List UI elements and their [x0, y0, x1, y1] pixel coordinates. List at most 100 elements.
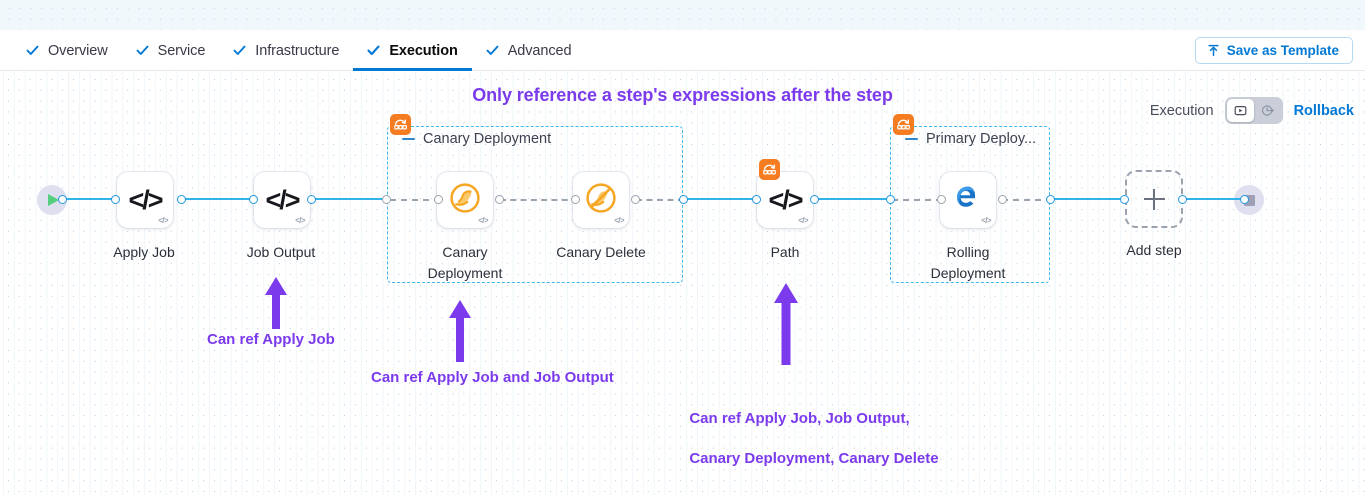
port-canarydeploy-in[interactable] — [434, 195, 443, 204]
port-applyjob-in[interactable] — [111, 195, 120, 204]
step-group-icon — [390, 114, 411, 135]
code-badge-icon: </> — [158, 216, 168, 225]
connector-start-applyjob — [62, 198, 116, 200]
connector-canarydeploy-canarydelete — [500, 199, 578, 201]
connector-rolling-groupend — [1002, 199, 1052, 201]
tab-infrastructure[interactable]: Infrastructure — [219, 30, 353, 71]
step-group-primary-deployment[interactable] — [890, 126, 1050, 283]
port-joboutput-in[interactable] — [249, 195, 258, 204]
port-path-in[interactable] — [752, 195, 761, 204]
end-node[interactable] — [1234, 185, 1264, 215]
code-icon: </> — [128, 184, 163, 215]
canvas-top-strip — [0, 0, 1365, 30]
port-canarydelete-out[interactable] — [631, 195, 640, 204]
upload-template-icon — [1207, 44, 1220, 57]
collapse-group-toggle[interactable] — [402, 137, 415, 141]
wizard-header: Overview Service Infrastructure Executio… — [0, 30, 1365, 71]
annotation-arrow-path — [772, 283, 800, 365]
port-canarydeploy-out[interactable] — [495, 195, 504, 204]
step-group-title-primary: Primary Deploy... — [905, 131, 1036, 147]
wizard-tabs: Overview Service Infrastructure Executio… — [12, 30, 585, 71]
execution-toolbar: Execution Rollback — [1150, 97, 1354, 124]
save-as-template-button[interactable]: Save as Template — [1194, 37, 1353, 64]
port-canarygroup-out[interactable] — [679, 195, 688, 204]
code-badge-icon: </> — [798, 216, 808, 225]
graph-view-toggle[interactable] — [1226, 99, 1254, 122]
tab-label: Advanced — [507, 42, 572, 59]
port-path-out[interactable] — [810, 195, 819, 204]
tab-service[interactable]: Service — [122, 30, 220, 71]
annotation-text-canary-deployment: Can ref Apply Job and Job Output — [371, 369, 614, 386]
save-as-template-label: Save as Template — [1226, 43, 1339, 58]
port-rolling-in[interactable] — [937, 195, 946, 204]
port-canarydelete-in[interactable] — [571, 195, 580, 204]
annotation-text-job-output: Can ref Apply Job — [207, 331, 335, 348]
add-step-label: Add step — [1126, 242, 1182, 258]
port-canarygroup-in[interactable] — [382, 195, 391, 204]
port-addstep-out[interactable] — [1178, 195, 1187, 204]
step-label-apply-job: Apply Job — [113, 244, 175, 260]
add-step-button[interactable] — [1125, 170, 1183, 228]
port-rolling-out[interactable] — [998, 195, 1007, 204]
code-badge-icon: </> — [981, 216, 991, 225]
annotation-arrow-canary-deployment — [447, 300, 473, 362]
step-label-path: Path — [770, 244, 800, 260]
port-primarygroup-in[interactable] — [886, 195, 895, 204]
step-group-icon — [759, 159, 780, 180]
graph-view-icon — [1234, 104, 1247, 117]
connector-group-path — [682, 198, 758, 200]
collapse-group-toggle[interactable] — [905, 137, 918, 141]
port-start-out[interactable] — [58, 195, 67, 204]
step-node-rolling-deployment[interactable]: </> — [940, 172, 996, 228]
tab-execution[interactable]: Execution — [353, 30, 473, 71]
check-icon — [233, 44, 246, 57]
step-node-job-output[interactable]: </> </> — [254, 172, 310, 228]
step-group-icon — [893, 114, 914, 135]
canary-bird-icon — [448, 181, 482, 220]
step-group-title-canary: Canary Deployment — [402, 131, 551, 147]
connector-joboutput-group — [312, 198, 390, 200]
step-group-label: Canary Deployment — [423, 131, 552, 147]
banner-title: Only reference a step's expressions afte… — [472, 85, 893, 105]
tab-label: Execution — [389, 42, 458, 59]
step-node-path[interactable]: </> </> — [757, 172, 813, 228]
step-group-canary-deployment[interactable] — [387, 126, 683, 283]
annotation-text-path-line2: Canary Deployment, Canary Delete — [689, 450, 939, 467]
annotation-text-path-line1: Can ref Apply Job, Job Output, — [689, 410, 910, 427]
step-label-job-output: Job Output — [246, 244, 316, 260]
code-badge-icon: </> — [614, 216, 624, 225]
connector-canarydelete-groupend — [636, 199, 684, 201]
step-node-apply-job[interactable]: </> </> — [117, 172, 173, 228]
execution-view-toggle[interactable] — [1224, 97, 1283, 124]
code-icon: </> — [265, 184, 300, 215]
port-joboutput-out[interactable] — [307, 195, 316, 204]
tab-label: Overview — [48, 42, 108, 59]
log-view-toggle[interactable] — [1254, 99, 1281, 122]
port-primarygroup-out[interactable] — [1046, 195, 1055, 204]
step-node-canary-delete[interactable]: </> — [573, 172, 629, 228]
tab-advanced[interactable]: Advanced — [472, 30, 586, 71]
check-icon — [367, 44, 380, 57]
connector-group-canarydeploy — [390, 199, 440, 201]
rolling-deployment-icon — [952, 182, 984, 219]
port-end-in[interactable] — [1240, 195, 1249, 204]
step-label-canary-delete: Canary Delete — [556, 244, 646, 260]
step-group-label: Primary Deploy... — [926, 131, 1037, 147]
check-icon — [486, 44, 499, 57]
code-badge-icon: </> — [478, 216, 488, 225]
tab-overview[interactable]: Overview — [12, 30, 122, 71]
execution-label: Execution — [1149, 102, 1214, 119]
port-applyjob-out[interactable] — [177, 195, 186, 204]
step-node-canary-deployment[interactable]: </> — [437, 172, 493, 228]
tab-label: Service — [157, 42, 206, 59]
connector-primarygroup-rolling — [892, 199, 942, 201]
annotation-arrow-job-output — [263, 277, 289, 329]
canary-bird-delete-icon — [584, 181, 618, 220]
stop-icon — [1243, 194, 1255, 206]
code-icon: </> — [768, 184, 803, 215]
rollback-link[interactable]: Rollback — [1293, 102, 1354, 119]
port-addstep-in[interactable] — [1120, 195, 1129, 204]
play-icon — [48, 194, 59, 206]
tab-label: Infrastructure — [255, 42, 340, 59]
